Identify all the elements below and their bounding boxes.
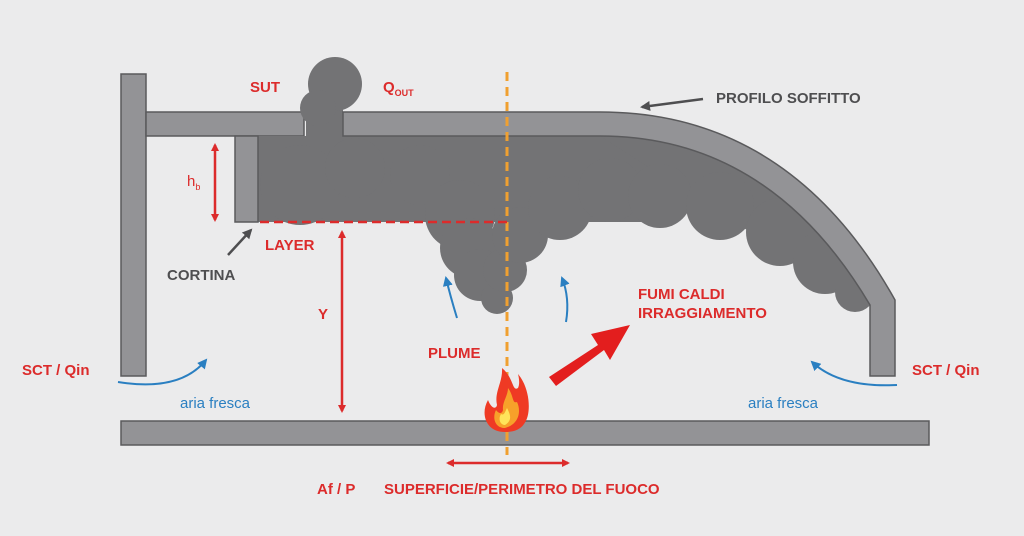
sct-qin-left-label: SCT / Qin [22,362,90,379]
q-out-label: QOUT [383,79,414,98]
fresh-air-arrow-left [117,358,208,386]
ceiling-profile [342,111,896,377]
fresh-air-arrow-right [810,360,898,387]
curtain [234,135,259,223]
af-p-label: Af / P [317,481,355,498]
floor [120,420,930,446]
smoke-layer [258,57,875,314]
aria-fresca-left-label: aria fresca [180,395,251,412]
cortina-label: CORTINA [167,267,235,284]
aria-fresca-right-label: aria fresca [748,395,819,412]
left-wall [120,73,147,377]
superficie-label: SUPERFICIE/PERIMETRO DEL FUOCO [384,481,660,498]
layer-label: LAYER [265,237,315,254]
irraggiamento-label: IRRAGGIAMENTO [638,305,767,322]
fumi-caldi-label: FUMI CALDI [638,286,725,303]
ceiling-left [145,111,305,137]
sut-label: SUT [250,79,280,96]
arrow-icon [549,325,630,386]
plume-air-arrow-right [560,276,570,323]
profilo-arrow [640,97,704,111]
y-label: Y [318,306,328,323]
sct-qin-right-label: SCT / Qin [912,362,980,379]
hb-label: hb [187,173,200,192]
fire-icon [484,368,529,432]
cortina-arrow [227,228,253,256]
plume-label: PLUME [428,345,481,362]
profilo-soffitto-label: PROFILO SOFFITTO [716,90,861,107]
plume-air-arrow-left [442,276,458,319]
